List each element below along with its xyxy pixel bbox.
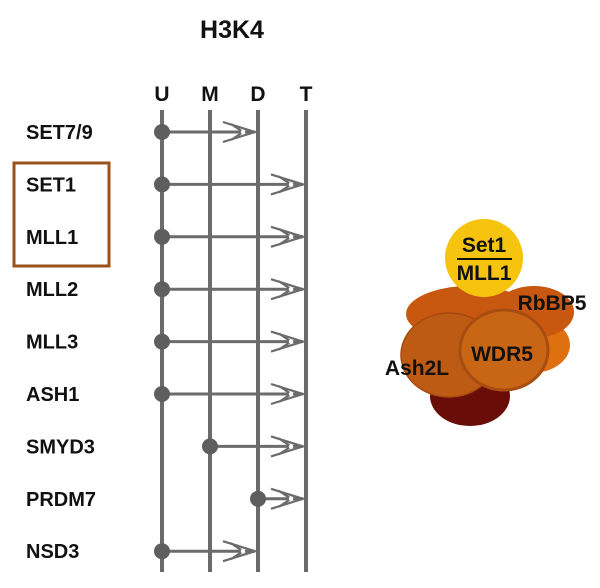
- start-dot: [202, 438, 218, 455]
- start-dot: [154, 333, 170, 350]
- enzyme-label: SMYD3: [26, 436, 95, 458]
- enzyme-label: ASH1: [26, 384, 79, 406]
- enzyme-label: SET7/9: [26, 122, 93, 144]
- column-header-d: D: [250, 83, 265, 106]
- enzyme-row: SMYD3: [26, 435, 307, 458]
- enzyme-label: NSD3: [26, 541, 79, 563]
- wdr5-subunit: [458, 308, 550, 392]
- set1-label: Set1: [462, 234, 507, 257]
- enzyme-row: PRDM7: [26, 487, 307, 511]
- arrowhead-notch: [288, 234, 294, 239]
- column-header-t: T: [300, 83, 313, 106]
- enzyme-label: PRDM7: [26, 489, 96, 511]
- enzyme-row: MLL3: [26, 330, 307, 354]
- column-header-m: M: [201, 83, 219, 106]
- enzyme-row: NSD3: [26, 540, 259, 563]
- column-header-u: U: [154, 83, 169, 106]
- ash2l-label: Ash2L: [385, 357, 449, 380]
- highlight-box: [12, 161, 111, 268]
- enzyme-label: MLL1: [26, 227, 78, 249]
- arrowhead-notch: [240, 129, 246, 135]
- enzyme-row: MLL1: [26, 225, 307, 249]
- start-dot: [154, 543, 170, 560]
- arrowhead-notch: [288, 496, 294, 501]
- enzyme-row: SET7/9: [26, 120, 259, 144]
- arrowhead-notch: [288, 391, 294, 397]
- start-dot: [154, 124, 170, 140]
- start-dot: [154, 386, 170, 402]
- arrowhead-notch: [288, 444, 294, 449]
- enzyme-label: MLL2: [26, 279, 78, 301]
- wdr5-label: WDR5: [471, 343, 533, 366]
- enzyme-label: SET1: [26, 174, 76, 196]
- start-dot: [154, 228, 170, 245]
- arrowhead-notch: [288, 182, 294, 187]
- start-dot: [154, 176, 170, 193]
- enzyme-row: SET1: [26, 173, 307, 196]
- start-dot: [154, 281, 170, 298]
- enzyme-row: MLL2: [26, 278, 307, 301]
- start-dot: [250, 490, 266, 507]
- diagram-title: H3K4: [200, 16, 264, 44]
- complass-complex: Set1 MLL1 RbBP5 Ash2L WDR5: [385, 219, 587, 426]
- arrowhead-notch: [288, 339, 294, 344]
- mll1-label: MLL1: [457, 262, 512, 285]
- enzyme-row: ASH1: [26, 382, 307, 406]
- rbbp5-label: RbBP5: [518, 292, 587, 315]
- arrowhead-notch: [288, 287, 294, 292]
- enzyme-label: MLL3: [26, 332, 78, 354]
- arrowhead-notch: [240, 549, 246, 554]
